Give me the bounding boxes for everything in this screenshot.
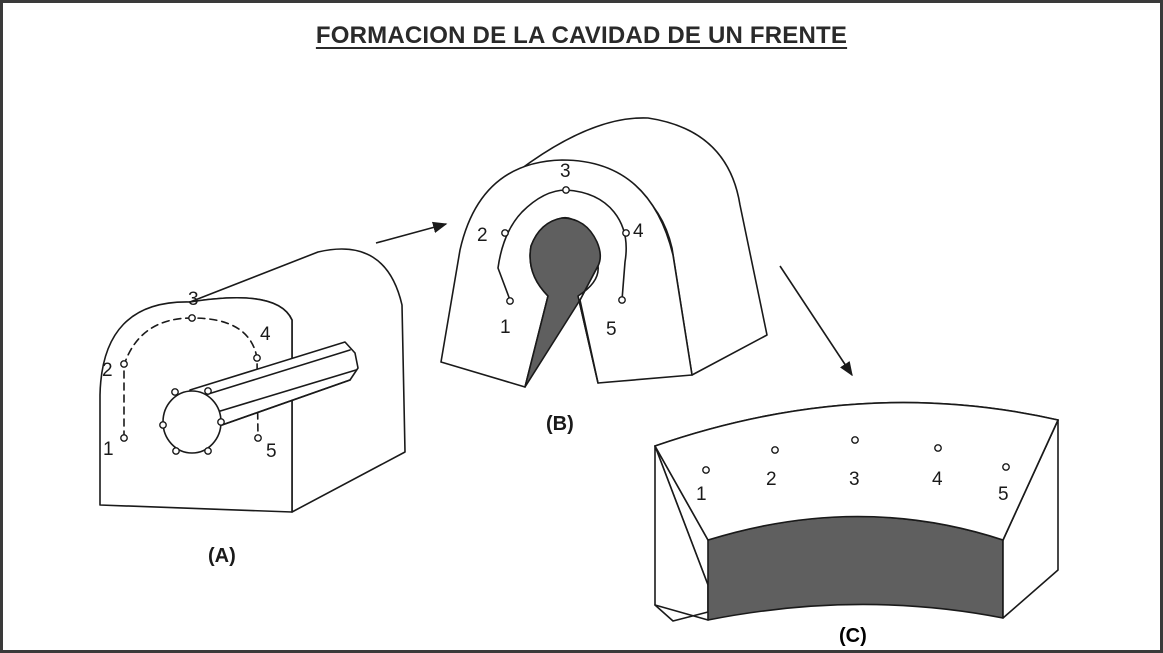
hole-c-3 xyxy=(851,436,859,444)
label-a-3: 3 xyxy=(188,289,199,310)
label-b-1: 1 xyxy=(500,317,511,338)
label-a-5: 5 xyxy=(266,441,277,462)
hole-a-3 xyxy=(188,314,196,322)
hole-c-1 xyxy=(702,466,710,474)
label-b-2: 2 xyxy=(477,225,488,246)
hole-b-5 xyxy=(618,296,626,304)
label-b-5: 5 xyxy=(606,319,617,340)
pilot-bore xyxy=(162,341,359,454)
label-c-4: 4 xyxy=(932,469,943,490)
hole-c-2 xyxy=(771,446,779,454)
keyhole-cavity xyxy=(524,217,602,388)
label-b-3: 3 xyxy=(560,161,571,182)
hole-b-2 xyxy=(501,229,509,237)
bore-holes xyxy=(159,387,225,455)
label-a-2: 2 xyxy=(102,360,113,381)
label-a-1: 1 xyxy=(103,439,114,460)
drawing-a: 1 2 3 4 5 (A) xyxy=(99,248,406,567)
slab-inner-face xyxy=(707,515,1004,621)
label-c-2: 2 xyxy=(766,469,777,490)
caption-a: (A) xyxy=(208,545,236,567)
caption-c: (C) xyxy=(839,625,867,647)
arrow-b-to-c xyxy=(779,265,853,377)
figure-title: FORMACION DE LA CAVIDAD DE UN FRENTE xyxy=(315,22,848,49)
keyhole-wall xyxy=(577,265,599,384)
hole-b-4 xyxy=(622,229,630,237)
hole-a-2 xyxy=(120,360,128,368)
label-b-4: 4 xyxy=(633,221,644,242)
label-c-1: 1 xyxy=(696,484,707,505)
drawing-c: 1 2 3 4 5 (C) xyxy=(654,401,1059,647)
label-a-4: 4 xyxy=(260,324,271,345)
label-c-3: 3 xyxy=(849,469,860,490)
hole-c-5 xyxy=(1002,463,1010,471)
caption-b: (B) xyxy=(546,413,574,435)
arrow-a-to-b xyxy=(375,221,448,244)
hole-b-3 xyxy=(562,186,570,194)
hole-b-1 xyxy=(506,297,514,305)
hole-a-5 xyxy=(254,434,262,442)
drawing-b: 1 2 3 4 5 (B) xyxy=(440,117,768,435)
slab-left-wall xyxy=(654,445,709,622)
hole-a-4 xyxy=(253,354,261,362)
hole-c-4 xyxy=(934,444,942,452)
label-c-5: 5 xyxy=(998,484,1009,505)
hole-a-1 xyxy=(120,434,128,442)
